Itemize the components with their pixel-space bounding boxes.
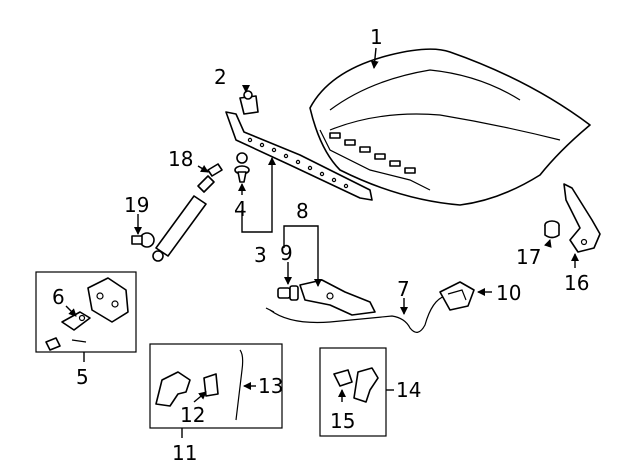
callout-14: 14: [396, 378, 421, 402]
hinge-part-16: [563, 183, 601, 253]
leader-lines: [65, 47, 579, 438]
clip-part-2: [239, 90, 259, 115]
box-parts-5-6: [35, 271, 137, 353]
bracket-part-11: [155, 371, 191, 407]
callout-18: 18: [168, 147, 193, 171]
hood-support-strut: [152, 163, 223, 262]
callout-6: 6: [52, 285, 65, 309]
callout-16: 16: [564, 271, 589, 295]
callout-7: 7: [397, 277, 410, 301]
push-clip-part-4: [234, 152, 250, 183]
release-handle-part-10: [439, 281, 475, 311]
callout-11: 11: [172, 441, 197, 465]
callout-12: 12: [180, 403, 205, 427]
callout-13: 13: [258, 374, 283, 398]
callout-15: 15: [330, 409, 355, 433]
bracket-part-5: [87, 277, 129, 323]
callout-8: 8: [296, 199, 309, 223]
callout-3: 3: [254, 243, 267, 267]
bumper-part-9: [277, 285, 299, 301]
rod-part-13: [235, 349, 244, 421]
latch-rod-part-6: [45, 311, 91, 351]
release-cable-part-7: [265, 295, 446, 333]
box-parts-14-15: [319, 347, 387, 437]
callout-1: 1: [370, 25, 383, 49]
hood-seal-strip: [225, 111, 373, 201]
callout-10: 10: [496, 281, 521, 305]
callout-9: 9: [280, 241, 293, 265]
callout-2: 2: [214, 65, 227, 89]
ball-stud-part-19: [131, 232, 155, 248]
clip-part-12: [203, 373, 219, 397]
callout-19: 19: [124, 193, 149, 217]
hood-lock-part-8: [299, 279, 376, 316]
box-parts-11-13: [149, 343, 283, 429]
callout-labels: 1 2 18 19 4 3 8 9 7 10 17 16 6 5 12 13 1…: [52, 25, 589, 465]
callout-17: 17: [516, 245, 541, 269]
spacer-part-15: [333, 369, 353, 387]
plug-part-17: [544, 220, 560, 239]
hood-part: [309, 48, 591, 206]
lock-part-14: [353, 367, 379, 403]
hood-vent-slots: [329, 132, 416, 174]
callout-5: 5: [76, 365, 89, 389]
callout-4: 4: [234, 197, 247, 221]
